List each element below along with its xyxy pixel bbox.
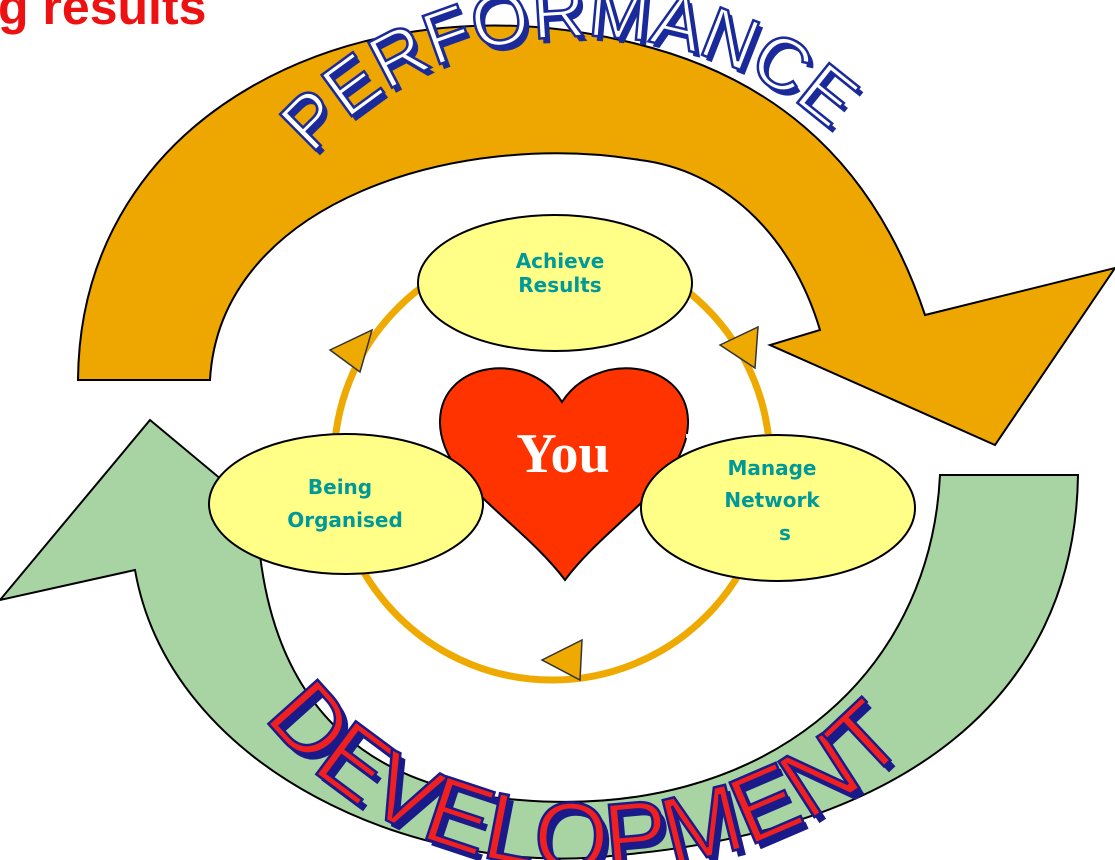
- node-being-organised-line2: Organised: [287, 508, 403, 532]
- node-manage-networks-line3: s: [779, 521, 791, 545]
- ring-arrowhead-bottom: [540, 638, 583, 682]
- node-manage-networks: [640, 434, 916, 582]
- node-manage-networks-line1: Manage: [727, 456, 816, 480]
- page-title: g results: [0, 0, 207, 35]
- heart-label: You: [516, 423, 609, 485]
- node-achieve-results-line2: Results: [518, 273, 601, 297]
- node-manage-networks-line2: Network: [724, 488, 820, 512]
- ring-arrowhead-right: [718, 325, 759, 370]
- node-achieve-results-line1: Achieve: [516, 249, 605, 273]
- node-being-organised: [208, 433, 484, 575]
- development-label: DEVELOPMENT: [248, 661, 923, 860]
- node-achieve-results: [417, 214, 693, 352]
- performance-arrow: [76, 24, 1115, 447]
- heart-shape: [438, 367, 690, 582]
- node-being-organised-line1: Being: [308, 475, 372, 499]
- ring-arrowhead-left: [328, 328, 374, 374]
